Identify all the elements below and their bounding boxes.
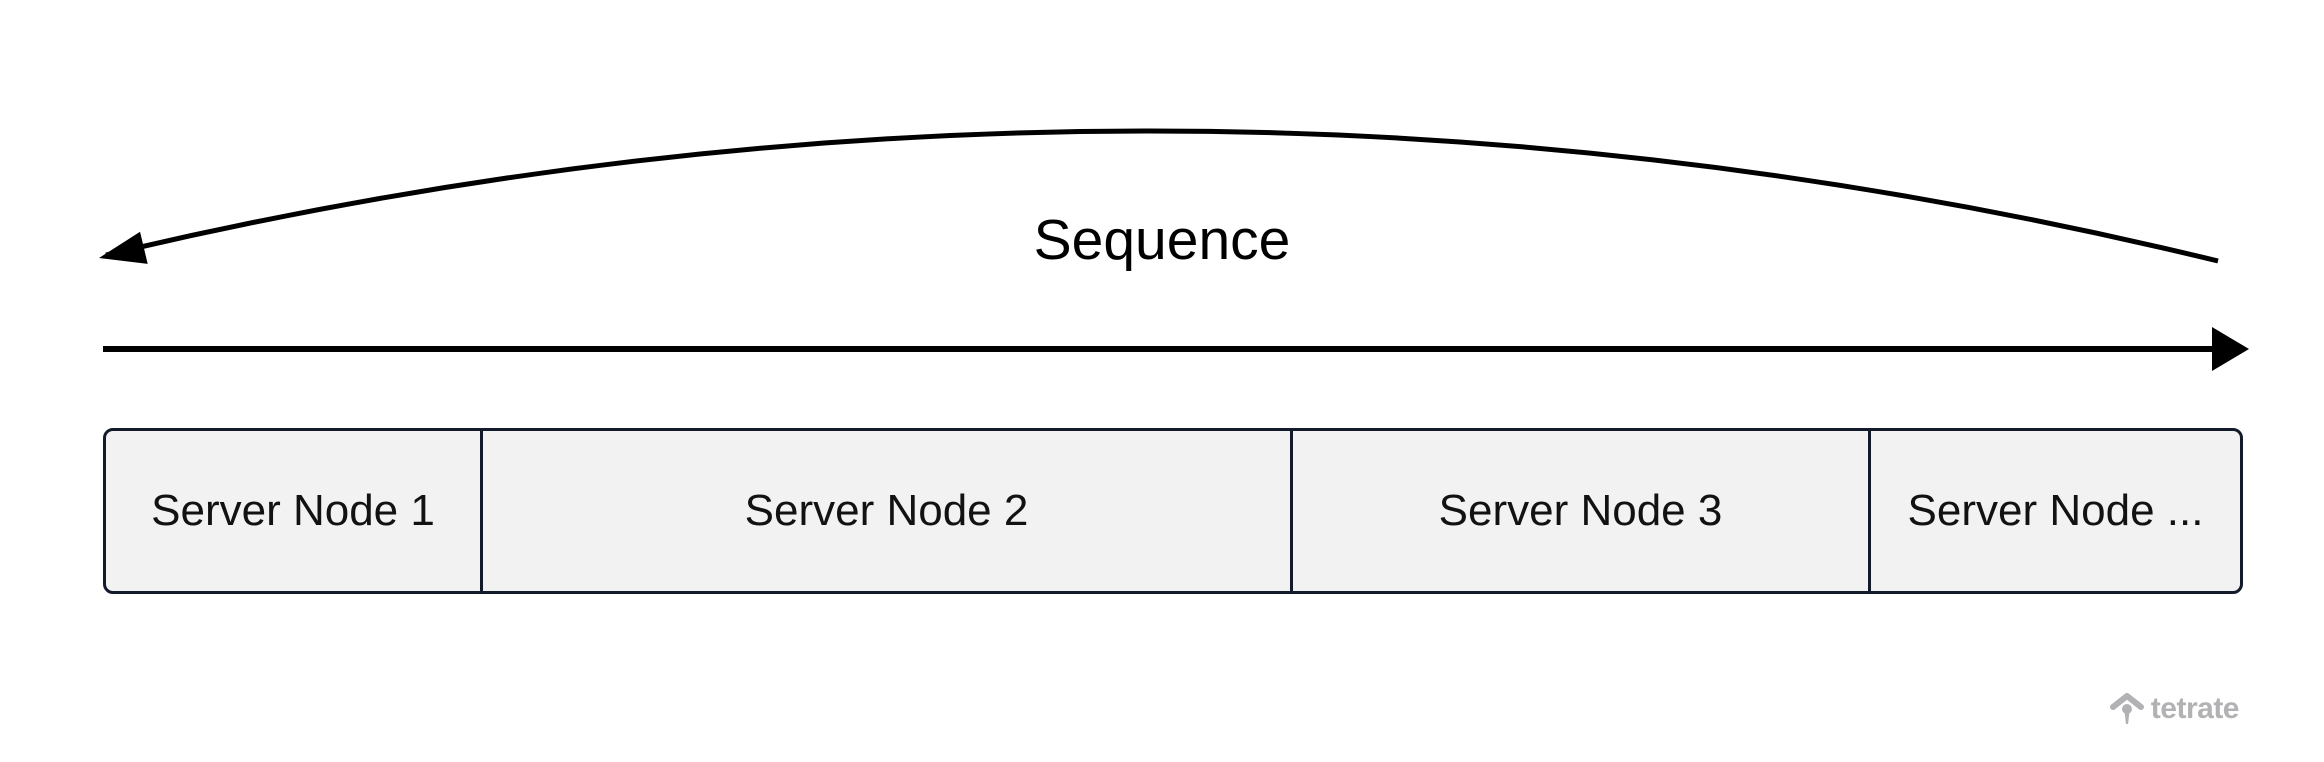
brand-text: tetrate (2150, 692, 2240, 725)
server-node-more-label: Server Node ... (1907, 486, 2204, 535)
arrow-right-head-icon (2212, 327, 2249, 371)
sequence-label: Sequence (1033, 208, 1291, 272)
curved-arrow-left-head-icon (99, 231, 148, 264)
brand-logo: tetrate (2109, 692, 2240, 726)
server-node-2-label: Server Node 2 (744, 486, 1029, 535)
tetrate-caret-pin-icon (2109, 693, 2144, 724)
server-node-3-label: Server Node 3 (1438, 486, 1723, 535)
server-node-row: Server Node 1 Server Node 2 Server Node … (103, 428, 2243, 594)
server-node-2-box: Server Node 2 (480, 431, 1290, 591)
server-node-1-label: Server Node 1 (151, 486, 435, 535)
server-node-more-box: Server Node ... (1868, 431, 2240, 591)
curved-arrow-left-icon (105, 128, 2219, 264)
server-node-3-box: Server Node 3 (1290, 431, 1868, 591)
server-node-1-box: Server Node 1 (106, 431, 480, 591)
